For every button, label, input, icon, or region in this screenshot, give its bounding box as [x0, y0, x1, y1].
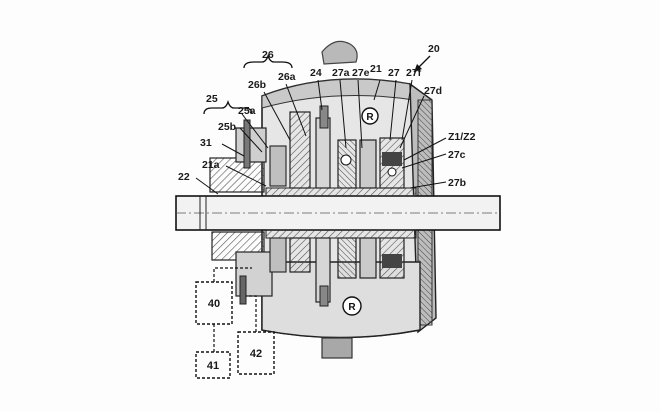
lower-gear-assembly	[269, 237, 405, 307]
r-label-bottom: R	[348, 302, 356, 313]
label-26a: 26a	[278, 71, 296, 83]
label-25b: 25b	[218, 121, 236, 133]
label-27: 27	[388, 67, 400, 79]
box-label-42: 42	[250, 348, 262, 360]
label-22: 22	[178, 171, 190, 183]
control-box-41: 41	[195, 351, 231, 379]
label-26b: 26b	[248, 79, 266, 91]
box-label-40: 40	[208, 298, 220, 310]
label-27b: 27b	[448, 177, 466, 189]
box-label-41: 41	[207, 360, 219, 372]
control-box-40: 40	[195, 281, 233, 325]
label-20: 20	[428, 43, 440, 55]
shaft	[175, 187, 501, 239]
top-knob	[321, 40, 358, 65]
label-27e: 27e	[352, 67, 370, 79]
label-31: 31	[200, 137, 212, 149]
label-27d: 27d	[424, 85, 442, 97]
leader-lines	[195, 79, 447, 195]
label-24: 24	[310, 67, 322, 79]
label-27a: 27a	[332, 67, 350, 79]
label-21a: 21a	[202, 159, 220, 171]
arrow-20	[413, 55, 431, 73]
label-25: 25	[206, 93, 218, 105]
label-25a: 25a	[238, 105, 256, 117]
label-27c: 27c	[448, 149, 466, 161]
box-connectors	[213, 267, 257, 352]
control-box-42: 42	[237, 331, 275, 375]
r-label-top: R	[366, 112, 374, 123]
r-symbol-top: R	[361, 107, 379, 125]
left-flange	[209, 119, 273, 305]
label-21: 21	[370, 63, 382, 75]
r-symbol-bottom: R	[342, 296, 362, 316]
reference-labels: 20 26 26b 26a 24 27a 27e 21 27 27f 27d Z…	[178, 43, 476, 189]
label-26: 26	[262, 49, 274, 61]
upper-gear-assembly	[269, 105, 405, 189]
label-z1z2: Z1/Z2	[448, 131, 476, 143]
bottom-foot	[321, 337, 353, 359]
brackets	[203, 53, 293, 115]
label-27f: 27f	[406, 67, 422, 79]
